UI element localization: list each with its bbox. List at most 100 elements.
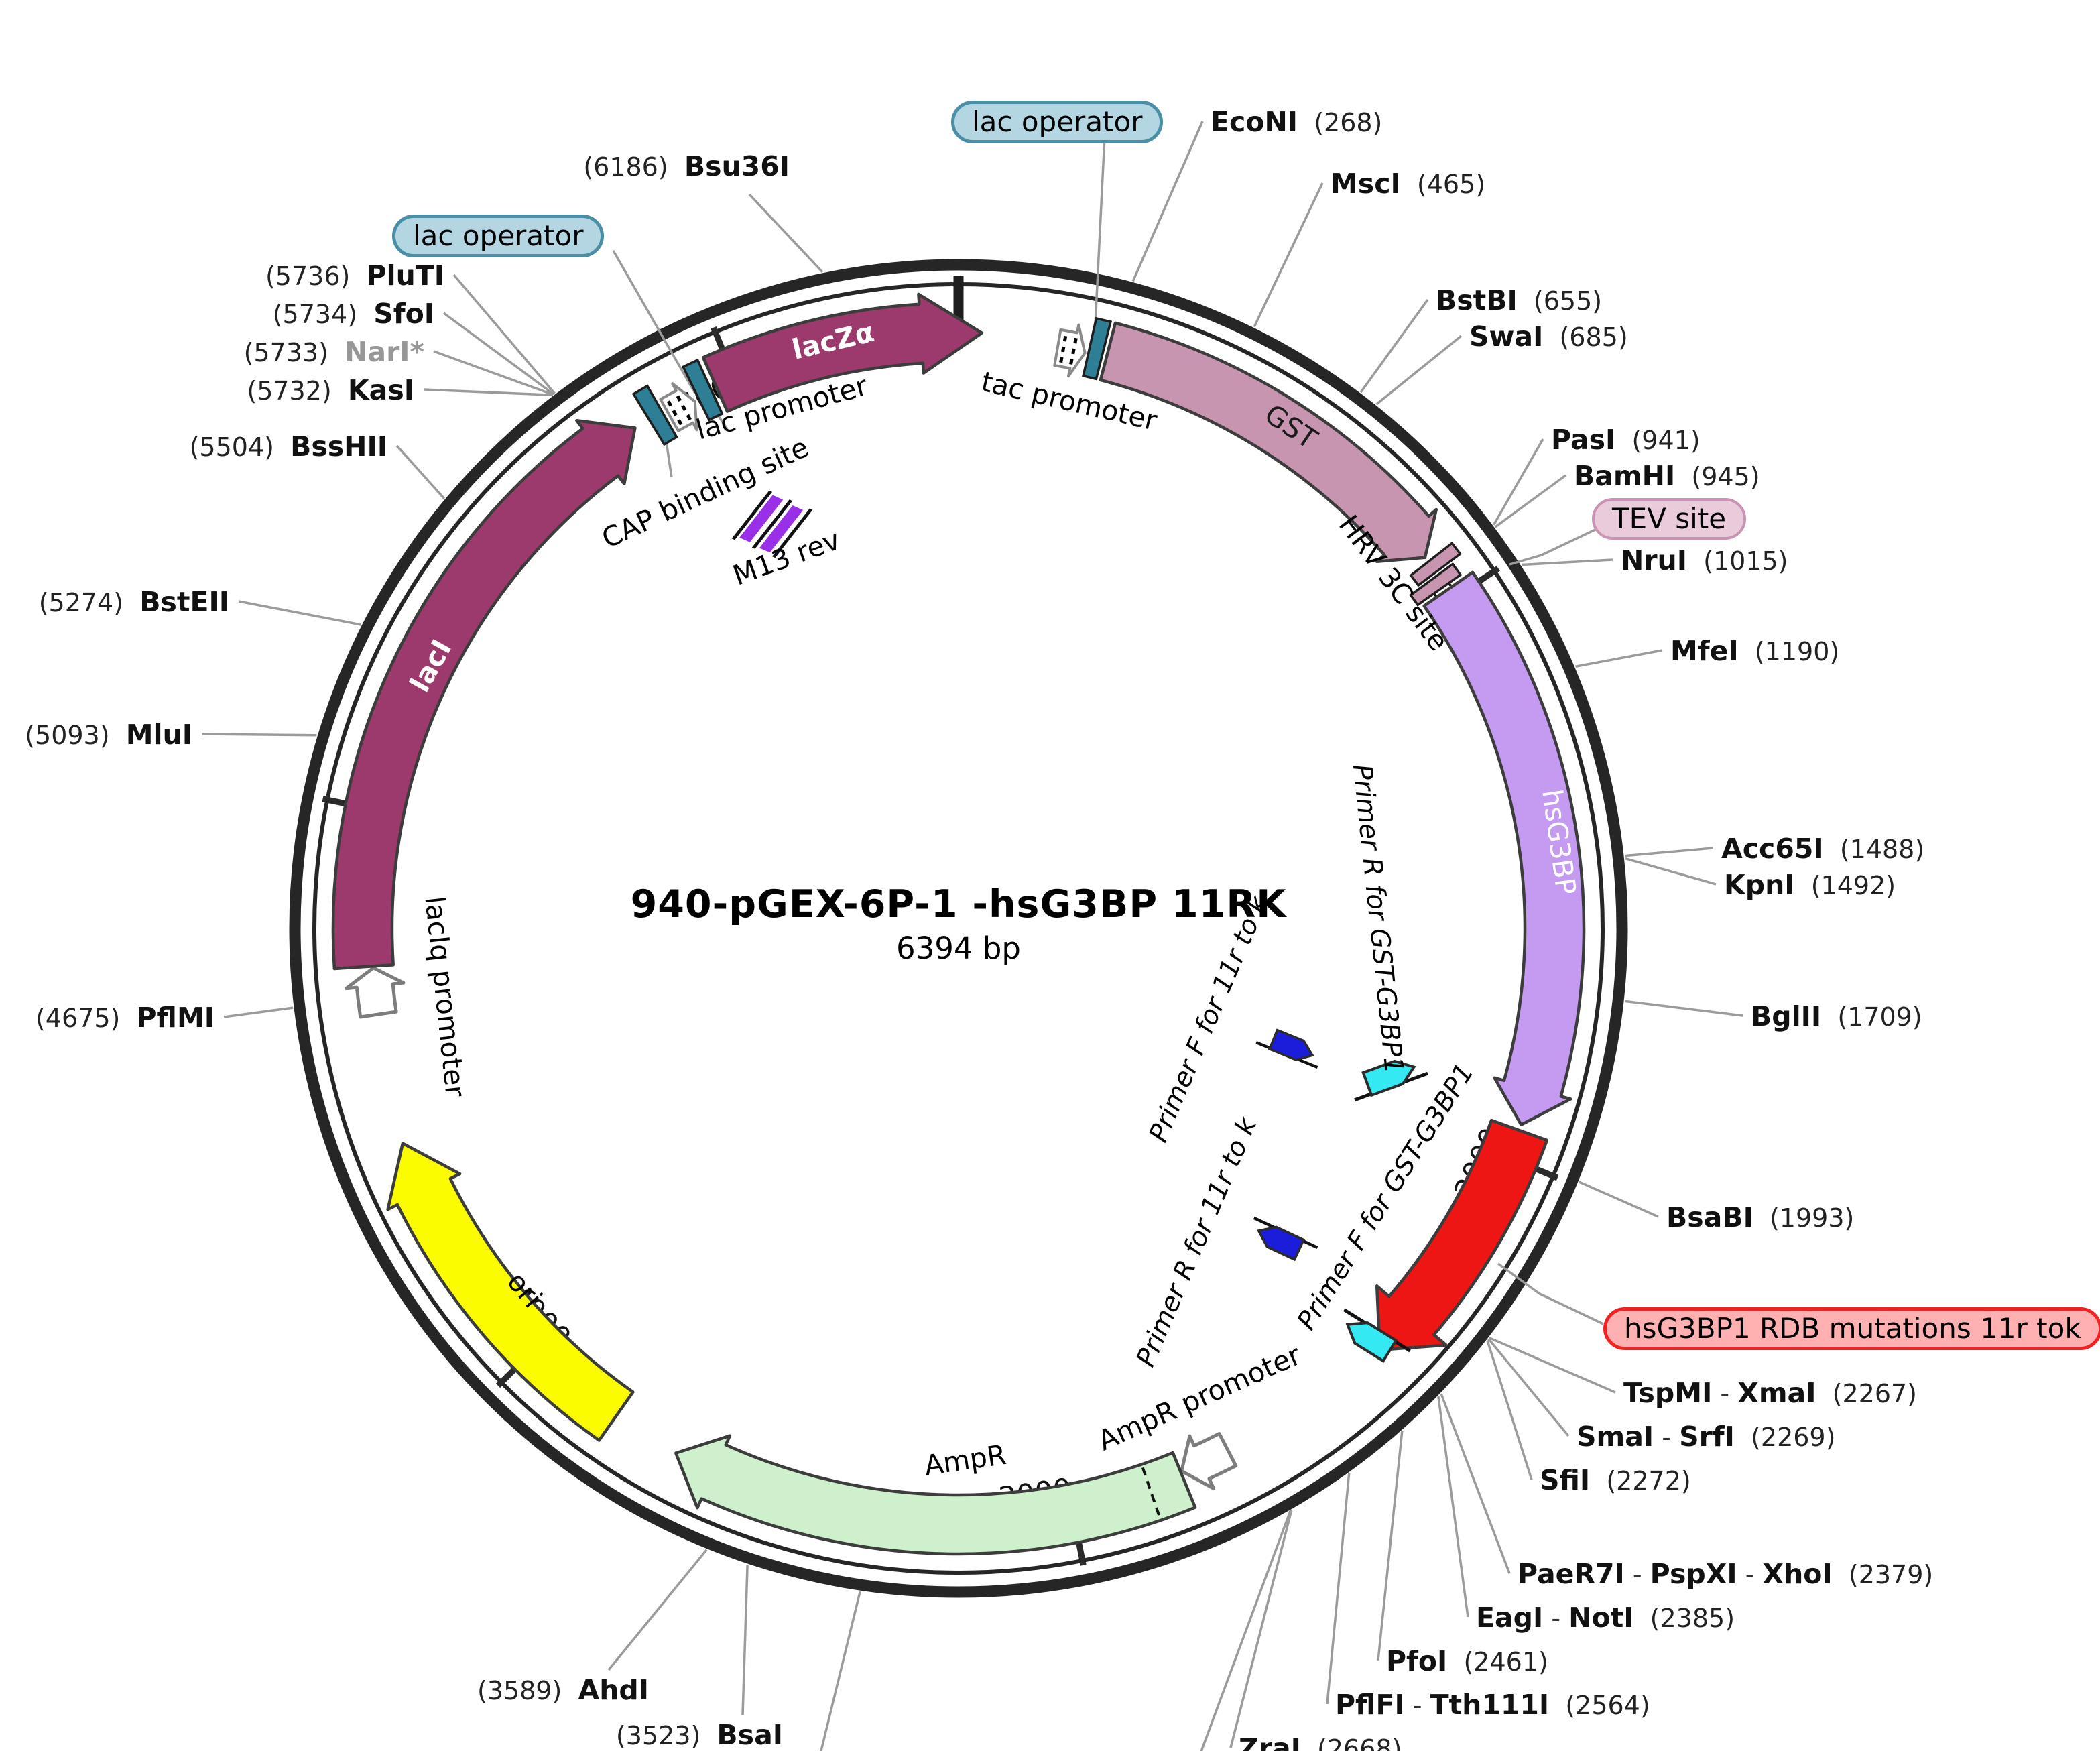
site-pos: (5736) <box>265 261 367 291</box>
feature-lacIq-promoter <box>344 966 406 1019</box>
site-pos: (2668) <box>1301 1734 1402 1751</box>
feature-lac-promoter <box>659 382 698 432</box>
laciq-promoter-label: lacIq promoter <box>418 895 471 1099</box>
primer-label-primer-f-11r-to-k: Primer F for 11r to k <box>1144 891 1275 1146</box>
site-name: NotI <box>1568 1602 1633 1634</box>
leader-SfoI <box>442 312 554 396</box>
site-pos: (1993) <box>1753 1203 1855 1233</box>
site-label-BssHII: (5504) BssHII <box>190 430 387 463</box>
plasmid-ring-outer <box>289 259 1628 1598</box>
site-pos: (2564) <box>1549 1691 1650 1720</box>
leader-NarI* <box>433 350 554 396</box>
site-pos: (2461) <box>1447 1647 1548 1677</box>
site-label-BsaBI: BsaBI (1993) <box>1666 1201 1854 1233</box>
site-pos: (685) <box>1543 322 1627 352</box>
leader-BamHI <box>1494 474 1567 528</box>
site-pos: (1190) <box>1739 637 1840 666</box>
site-name: MluI <box>126 719 192 751</box>
site-label-NarI*: (5733) NarI* <box>244 336 424 368</box>
site-name: PspXI <box>1650 1558 1737 1590</box>
site-label-MscI: MscI (465) <box>1331 168 1485 200</box>
site-pos: (3523) <box>616 1721 717 1750</box>
m13-rev-part <box>751 499 793 549</box>
site-label-PfoI: PfoI (2461) <box>1386 1645 1548 1677</box>
site-pos: (2267) <box>1816 1379 1917 1408</box>
site-label-ZraI: ZraI (2668) <box>1239 1732 1402 1751</box>
leader-Bsu36I <box>748 193 824 274</box>
primer-arrow <box>1257 1225 1306 1262</box>
leader-MscI <box>1253 182 1324 328</box>
feature-lacZa <box>701 292 984 413</box>
leader-MfeI <box>1575 649 1663 668</box>
site-label-PflFI-Tth111I: PflFI - Tth111I (2564) <box>1335 1689 1650 1721</box>
site-pos: (1709) <box>1821 1002 1922 1032</box>
site-pos: (941) <box>1615 426 1700 455</box>
leader-PasI <box>1492 438 1544 526</box>
site-label-BamHI: BamHI (945) <box>1574 460 1760 492</box>
site-pos: (2385) <box>1634 1604 1735 1633</box>
site-pos: - <box>1712 1379 1737 1408</box>
site-label-EcoNI: EcoNI (268) <box>1211 106 1382 138</box>
site-name: PluTI <box>366 259 444 292</box>
primer-glyph-primer-r-11r-to-k <box>1253 1216 1318 1262</box>
leader-MluI <box>201 733 317 737</box>
feature-tac-promoter-dash0 <box>1059 334 1068 363</box>
leader-Acc65I <box>1624 847 1714 857</box>
leader-BglII <box>1624 1000 1743 1017</box>
site-name: KasI <box>348 374 414 406</box>
site-pos: (1015) <box>1687 546 1788 576</box>
site-label-BglII: BglII (1709) <box>1751 1000 1922 1032</box>
site-name: BsaI <box>717 1719 783 1751</box>
site-name: BsaBI <box>1666 1201 1753 1233</box>
badge-lac-operator-left: lac operator <box>392 215 605 258</box>
leader-AatII <box>1200 1510 1292 1751</box>
leader-AhdI <box>607 1549 708 1671</box>
site-name: PaeR7I <box>1518 1558 1625 1590</box>
primer-label-primer-r-11r-to-k: Primer R for 11r to k <box>1131 1113 1263 1372</box>
site-label-NruI: NruI (1015) <box>1621 544 1788 577</box>
feature-ori <box>386 1142 635 1442</box>
site-name: NarI* <box>345 336 424 368</box>
m13-rev-part <box>759 505 804 553</box>
site-pos: (4675) <box>36 1004 137 1033</box>
m13-rev-part <box>731 490 773 540</box>
primer-label-primer-r-gst-g3bp1: Primer R for GST-G3BP1 <box>1347 763 1409 1075</box>
feature-tac-promoter-dash1 <box>1069 336 1078 365</box>
site-pos: (465) <box>1401 170 1485 199</box>
site-name: BglII <box>1751 1000 1821 1032</box>
leader-SwaI <box>1375 335 1463 406</box>
primer-arrow <box>1268 1028 1314 1061</box>
site-label-MluI: (5093) MluI <box>25 719 192 751</box>
site-name: ZraI <box>1239 1732 1301 1751</box>
site-pos: (2269) <box>1735 1423 1836 1452</box>
feature-HRV-3C-site-1 <box>1409 541 1462 587</box>
site-label-SwaI: SwaI (685) <box>1469 320 1628 353</box>
leader-NruI <box>1521 558 1613 566</box>
leader-PaeR7I-PspXI-XhoI <box>1440 1393 1511 1574</box>
site-pos: (268) <box>1298 108 1382 137</box>
site-pos: (5733) <box>244 338 345 367</box>
badge-rdb-mutations: hsG3BP1 RDB mutations 11r tok <box>1603 1307 2100 1351</box>
site-label-TspMI-XmaI: TspMI - XmaI (2267) <box>1623 1377 1917 1409</box>
site-label-Acc65I: Acc65I (1488) <box>1721 833 1924 865</box>
leader-PstI <box>820 1591 861 1751</box>
site-name: Acc65I <box>1721 833 1824 865</box>
feature-lac-promoter-dash1 <box>675 394 692 421</box>
leader-BssHII <box>395 444 446 499</box>
site-name: SfoI <box>373 298 434 330</box>
badge-leader-lac-operator-left <box>612 250 696 393</box>
m13-rev-glyph <box>731 490 813 558</box>
site-pos: (2272) <box>1590 1466 1691 1496</box>
leader-BsaBI <box>1579 1181 1659 1218</box>
site-pos: - <box>1405 1691 1430 1720</box>
site-pos: - <box>1737 1560 1763 1589</box>
badge-lac-operator-top: lac operator <box>951 101 1164 144</box>
feature-HRV-3C-site-2 <box>1409 562 1463 607</box>
leader-PluTI <box>452 274 556 394</box>
primer-glyph-primer-r-gst-g3bp1 <box>1354 1059 1428 1102</box>
leader-KpnI <box>1625 857 1717 886</box>
site-name: SfiI <box>1540 1464 1590 1496</box>
site-label-KpnI: KpnI (1492) <box>1724 869 1896 901</box>
site-pos: (2379) <box>1833 1560 1934 1589</box>
